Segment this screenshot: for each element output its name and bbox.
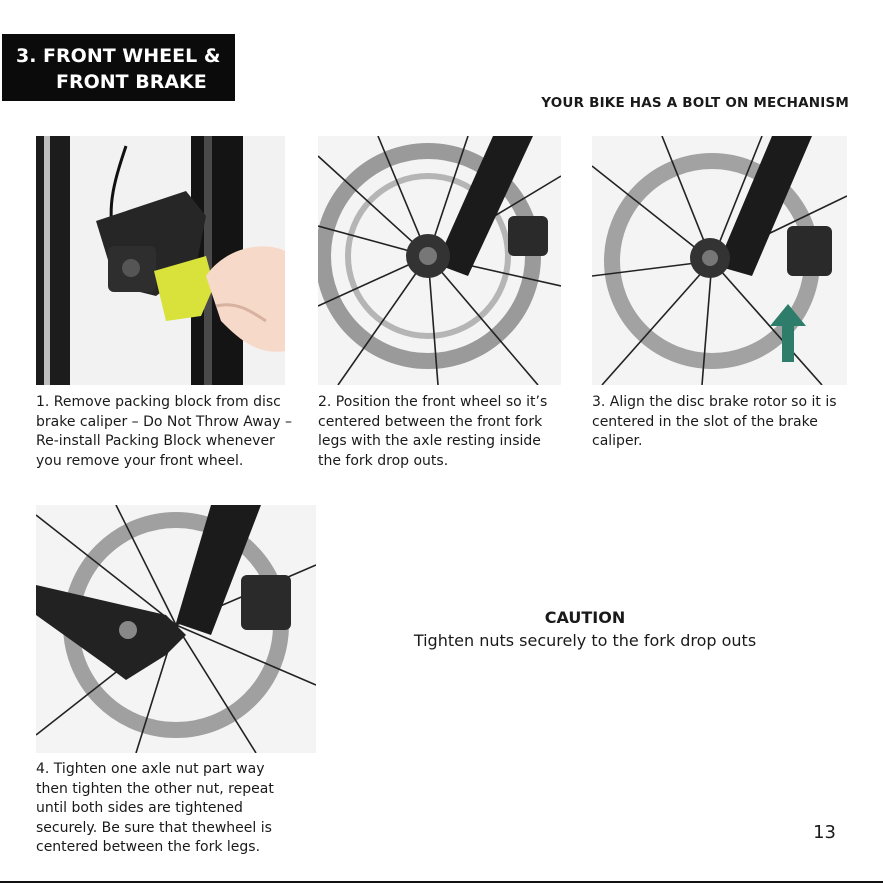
caution-box: CAUTION Tighten nuts securely to the for… (400, 608, 770, 652)
bottom-rule (0, 881, 883, 883)
step-2-caption: 2. Position the front wheel so it’s cent… (318, 394, 548, 469)
mechanism-note: YOUR BIKE HAS A BOLT ON MECHANISM (541, 95, 849, 111)
photo-packing-block (36, 136, 285, 385)
caution-heading: CAUTION (544, 608, 626, 627)
page-number: 13 (813, 822, 836, 843)
photo-tighten-nut (36, 505, 316, 753)
section-title: 3. FRONT WHEEL & FRONT BRAKE (2, 34, 235, 101)
step-4-caption: 4. Tighten one axle nut part way then ti… (36, 761, 274, 855)
up-arrow-icon (770, 304, 806, 362)
section-title-line1: 3. FRONT WHEEL & (16, 45, 221, 67)
section-title-line2: FRONT BRAKE (56, 71, 207, 93)
step-1-caption: 1. Remove packing block from disc brake … (36, 394, 292, 469)
step-3-caption: 3. Align the disc brake rotor so it is c… (592, 394, 837, 449)
photo-rotor-alignment (592, 136, 847, 385)
photo-wheel-position (318, 136, 561, 385)
caution-text: Tighten nuts securely to the fork drop o… (413, 631, 757, 650)
